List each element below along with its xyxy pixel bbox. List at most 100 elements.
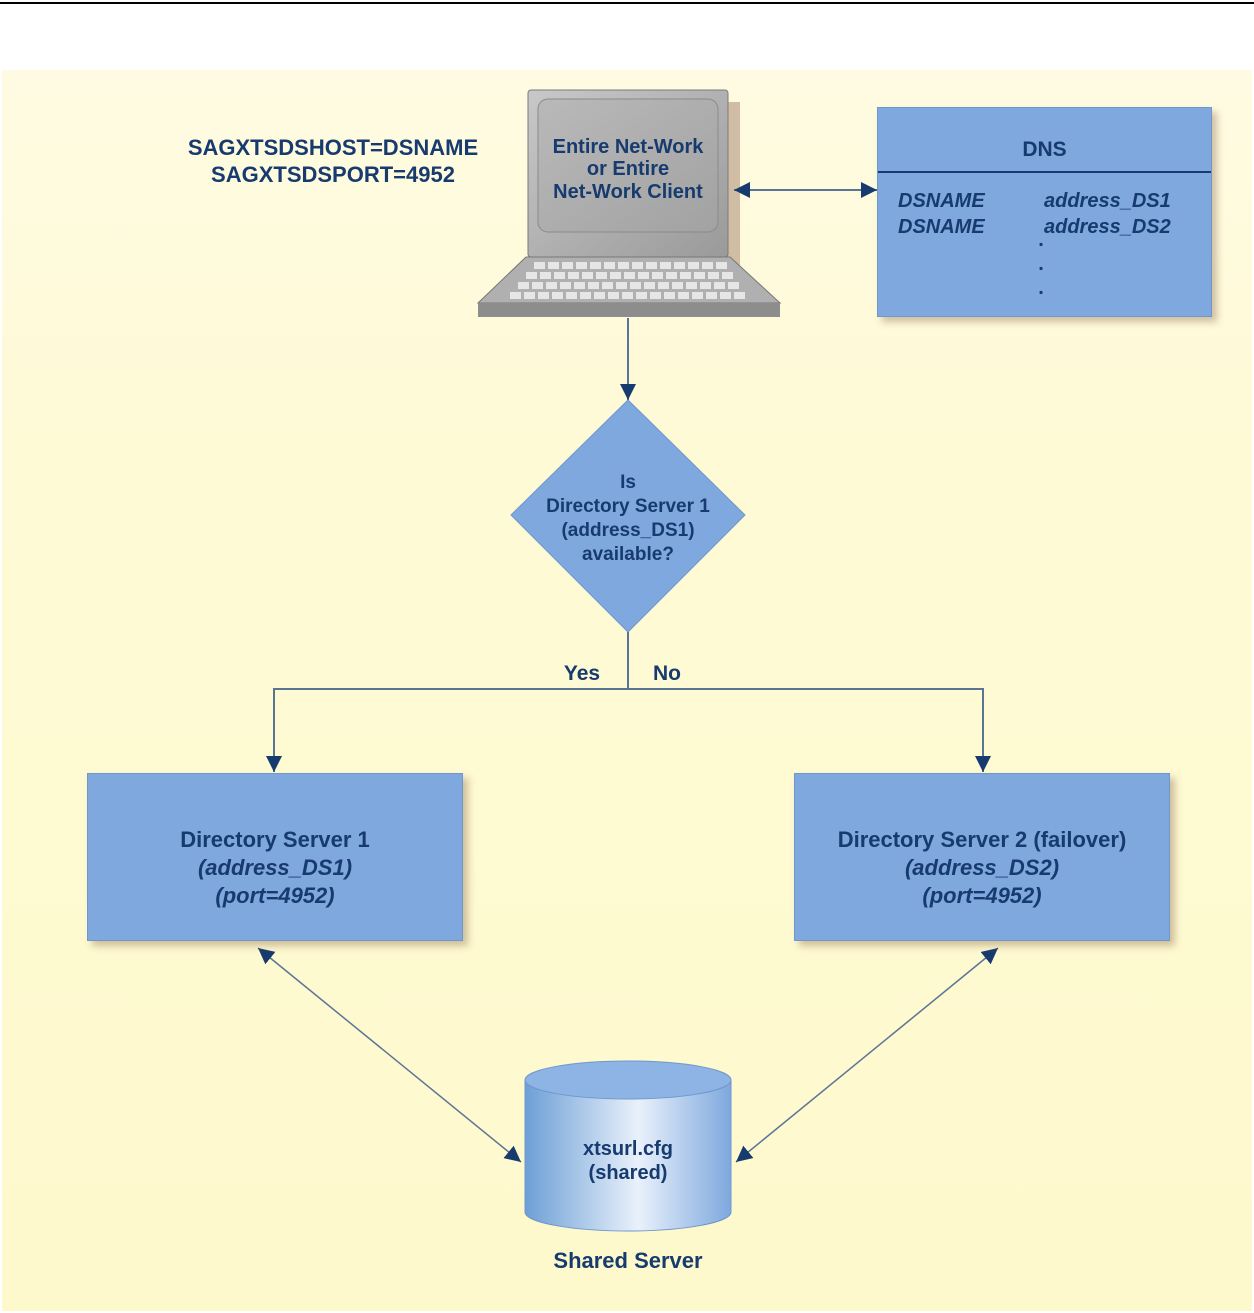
keyboard-key: [560, 282, 571, 289]
keyboard-key: [664, 292, 675, 299]
keyboard-key: [638, 272, 649, 279]
keyboard-key: [644, 282, 655, 289]
yes-branch-connector: [266, 688, 628, 772]
ds2-port: (port=4952): [922, 883, 1042, 908]
keyboard-key: [708, 272, 719, 279]
keyboard-key: [716, 262, 727, 269]
keyboard-key: [552, 292, 563, 299]
dns-continuation-dots: . . .: [1038, 229, 1044, 299]
keyboard-key: [680, 272, 691, 279]
keyboard-key: [688, 262, 699, 269]
keyboard-key: [594, 292, 605, 299]
keyboard-key: [722, 272, 733, 279]
connectors: [257, 182, 999, 1163]
decision-line-2: Directory Server 1: [546, 496, 710, 517]
ds2-shared-connector: [735, 947, 999, 1163]
decision-line-3: (address_DS1): [561, 520, 695, 541]
ds1-port: (port=4952): [215, 883, 335, 908]
keyboard-key: [672, 282, 683, 289]
top-rule: [0, 2, 1254, 4]
keyboard-key: [580, 292, 591, 299]
dns-title: DNS: [1022, 138, 1067, 161]
keyboard-key: [700, 282, 711, 289]
keyboard-key: [622, 292, 633, 299]
client-label: Entire Net-Work or Entire Net-Work Clien…: [538, 136, 718, 203]
keyboard-key: [562, 262, 573, 269]
env-host-variable: SAGXTSDSHOST=DSNAME: [187, 135, 479, 160]
decision-line-1: Is: [620, 472, 636, 493]
dns-divider: [878, 171, 1211, 173]
keyboard-key: [666, 272, 677, 279]
keyboard-key: [630, 282, 641, 289]
keyboard-key: [720, 292, 731, 299]
keyboard-key: [546, 282, 557, 289]
keyboard-key: [596, 272, 607, 279]
keyboard-key: [574, 282, 585, 289]
client-line-1: Entire Net-Work: [552, 136, 704, 158]
env-port-variable: SAGXTSDSPORT=4952: [211, 162, 455, 187]
keyboard-key: [616, 282, 627, 289]
keyboard-key: [650, 292, 661, 299]
keyboard-key: [582, 272, 593, 279]
keyboard-key: [728, 282, 739, 289]
shared-file-label: xtsurl.cfg: [582, 1138, 674, 1160]
keyboard-key: [526, 272, 537, 279]
shared-server-caption: Shared Server: [553, 1248, 703, 1273]
shared-note-label: (shared): [588, 1162, 668, 1184]
keyboard-key: [674, 262, 685, 269]
ds1-address: (address_DS1): [197, 855, 353, 880]
dns-entry-name: DSNAME: [898, 216, 985, 238]
keyboard-key: [660, 262, 671, 269]
keyboard-key: [702, 262, 713, 269]
ds1-shared-connector: [257, 947, 522, 1163]
keyboard-key: [658, 282, 669, 289]
ds2-title: Directory Server 2 (failover): [837, 827, 1127, 852]
no-label: No: [653, 662, 681, 685]
client-line-3: Net-Work Client: [553, 180, 703, 203]
keyboard-key: [610, 272, 621, 279]
dns-entry-address: address_DS2: [1044, 216, 1171, 238]
keyboard-key: [588, 282, 599, 289]
decision-label: Is Directory Server 1 (address_DS1) avai…: [511, 471, 745, 567]
keyboard-key: [632, 262, 643, 269]
keyboard-key: [692, 292, 703, 299]
directory-server-1-box: Directory Server 1 (address_DS1) (port=4…: [87, 773, 463, 941]
keyboard-key: [714, 282, 725, 289]
directory-server-2-box: Directory Server 2 (failover) (address_D…: [794, 773, 1170, 941]
no-branch-connector: [628, 688, 991, 772]
keyboard-key: [604, 262, 615, 269]
keyboard-key: [534, 262, 545, 269]
keyboard-key: [568, 272, 579, 279]
keyboard-key: [510, 292, 521, 299]
keyboard-key: [524, 292, 535, 299]
keyboard-key: [576, 262, 587, 269]
keyboard-key: [540, 272, 551, 279]
keyboard-key: [652, 272, 663, 279]
keyboard-key: [590, 262, 601, 269]
keyboard-key: [532, 282, 543, 289]
yes-label: Yes: [563, 662, 601, 685]
database-icon: [524, 1060, 732, 1232]
client-line-2: or Entire: [586, 158, 670, 181]
keyboard-key: [678, 292, 689, 299]
keyboard-key: [566, 292, 577, 299]
dns-box: DNS DSNAME address_DS1 DSNAME address_DS…: [877, 107, 1212, 317]
keyboard-key: [538, 292, 549, 299]
keyboard-key: [608, 292, 619, 299]
ds2-address: (address_DS2): [904, 855, 1060, 880]
keyboard-key: [602, 282, 613, 289]
keyboard-key: [518, 282, 529, 289]
keyboard-key: [548, 262, 559, 269]
keyboard-key: [686, 282, 697, 289]
keyboard-key: [706, 292, 717, 299]
keyboard-key: [618, 262, 629, 269]
keyboard-key: [554, 272, 565, 279]
dns-entry-name: DSNAME: [898, 190, 985, 212]
keyboard-key: [646, 262, 657, 269]
decision-line-4: available?: [582, 544, 674, 565]
keyboard-key: [624, 272, 635, 279]
ds1-title: Directory Server 1: [180, 827, 370, 852]
keyboard-key: [734, 292, 745, 299]
